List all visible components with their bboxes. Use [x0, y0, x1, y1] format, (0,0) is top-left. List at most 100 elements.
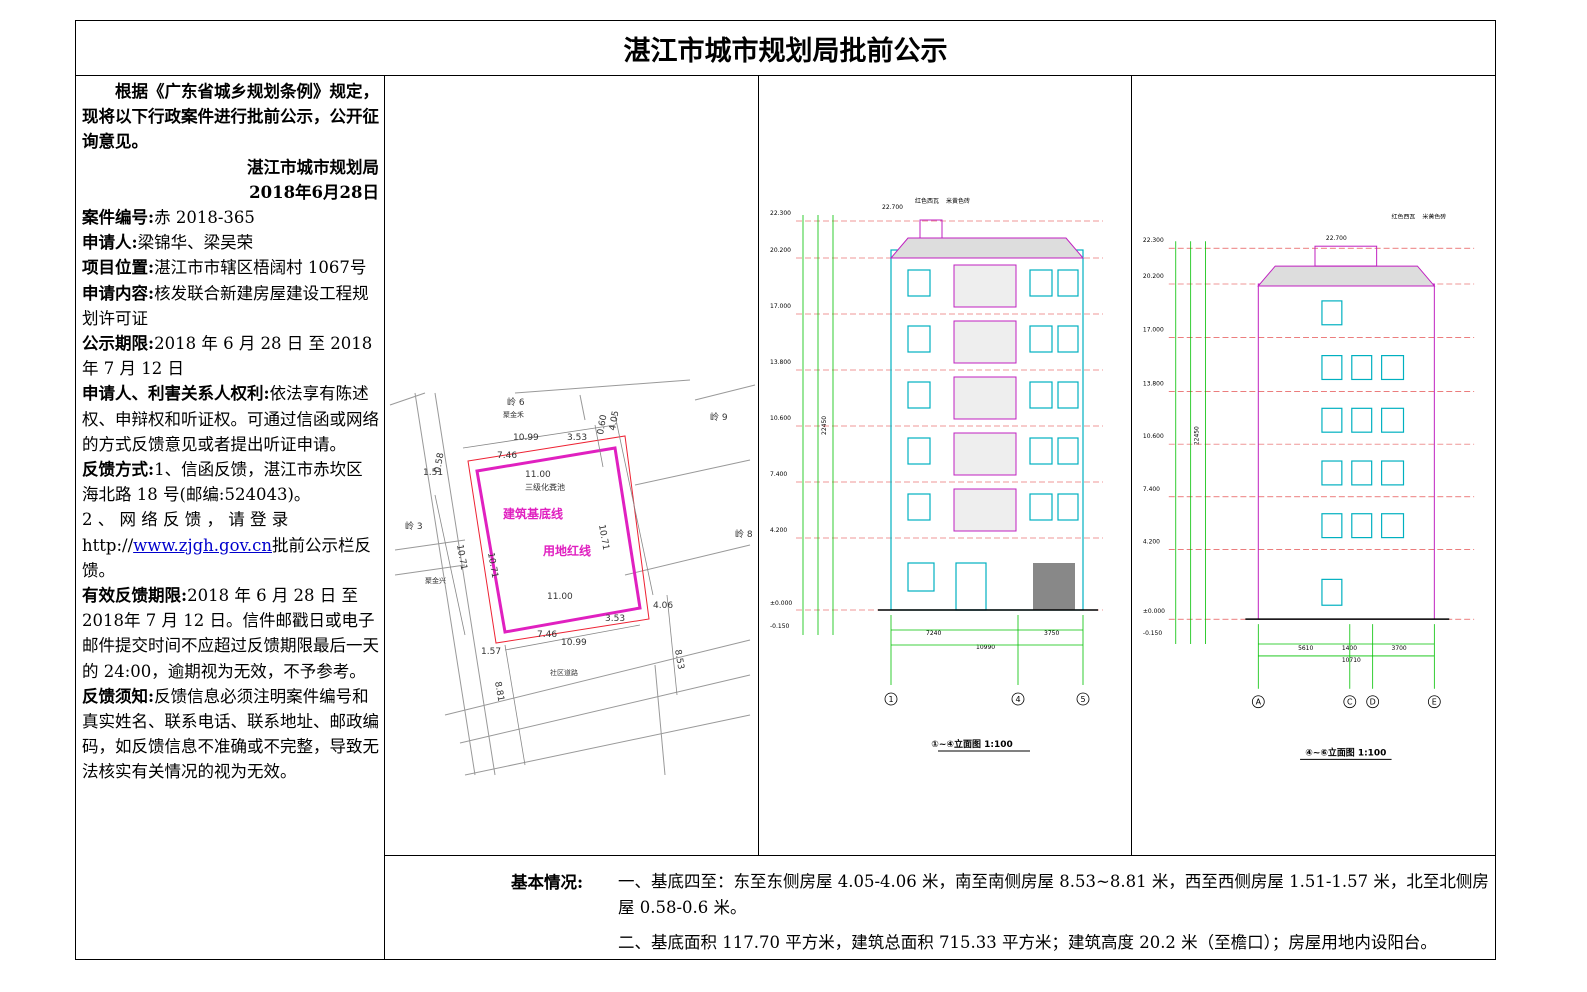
period-label: 公示期限: — [82, 334, 155, 354]
road-w-label: 聚金兴 — [425, 576, 446, 585]
basic-info: 基本情况: 一、基底四至：东至东侧房屋 4.05-4.06 米，南至南侧房屋 8… — [385, 855, 1495, 959]
notice-label: 反馈须知: — [82, 686, 155, 706]
case-number: 案件编号:赤 2018-365 — [82, 205, 379, 230]
dim-13: 3.53 — [605, 614, 625, 624]
dim-10: 10.71 — [454, 544, 468, 571]
feedback-notice: 反馈须知:反馈信息必须注明案件编号和真实姓名、联系电话、联系地址、邮政编码，如反… — [82, 684, 379, 785]
case-number-label: 案件编号: — [82, 208, 155, 228]
feedback-online-suffix: 批前公示栏反馈。 — [82, 535, 372, 580]
notice-text-column: 根据《广东省城乡规划条例》规定，现将以下行政案件进行批前公示，公开征询意见。 湛… — [76, 75, 385, 959]
elev1-level-1: 20.200 — [770, 247, 791, 254]
lot-e-label: 岭 8 — [735, 528, 753, 540]
dim-14: 10.99 — [561, 638, 587, 648]
elev2-dim-2: 3700 — [1392, 645, 1407, 652]
elev2-level-4: 10.600 — [1143, 433, 1164, 440]
dim-17: 8.53 — [672, 649, 685, 670]
elev1-axis-0: 1 — [888, 695, 893, 704]
elev2-level-5: 7.400 — [1143, 486, 1160, 493]
elev1-roof-note-0: 红色西瓦 — [915, 197, 939, 205]
red-line-label: 用地红线 — [542, 543, 591, 558]
road-s-label: 社区道路 — [550, 668, 578, 677]
applicant-value: 梁锦华、梁吴荣 — [137, 233, 254, 253]
elev2-level-1: 20.200 — [1143, 273, 1164, 280]
elev2-roof-note-1: 米黄色砖 — [1422, 212, 1446, 220]
dim-9: 10.71 — [596, 524, 610, 551]
dim-4: 7.46 — [497, 451, 517, 461]
lot-n-label: 岭 6 — [507, 396, 525, 408]
elev1-level-5: 7.400 — [770, 471, 787, 478]
intro-text: 根据《广东省城乡规划条例》规定，现将以下行政案件进行批前公示，公开征询意见。 — [82, 82, 379, 152]
elev1-level-2: 17.000 — [770, 303, 791, 310]
elev1-dim-0: 7240 — [926, 630, 941, 637]
elev2-axis-1: C — [1347, 698, 1353, 707]
rights-value: 依法享有陈述权、申辩权和听证权。可通过信函或网络的方式反馈意见或者提出听证申请。 — [82, 384, 379, 454]
valid-value: 2018 年 6 月 28 日 至 2018年 7 月 12 日。信件邮戳日或电… — [82, 586, 379, 681]
elev1-level-0: 22.300 — [770, 210, 791, 217]
elev1-dim-2: 10990 — [976, 644, 995, 651]
elev1-level-8: -0.150 — [770, 623, 790, 630]
dim-6: 1.51 — [423, 468, 443, 478]
dim-15: 1.57 — [481, 647, 501, 657]
elev1-total-height: 22450 — [821, 416, 828, 435]
road-n-label: 聚金禾 — [503, 410, 524, 419]
page-title: 湛江市城市规划局批前公示 — [76, 21, 1495, 76]
site-plan: 岭 9 岭 8 岭 6 岭 3 聚金禾 社区道路 聚金兴 三级化粪池 10.99… — [389, 379, 756, 776]
rights-label: 申请人、利害关系人权利: — [82, 384, 270, 404]
feedback-online: 2 、 网 络 反 馈 ， 请 登 录 http://www.zjgh.gov.… — [82, 507, 379, 583]
elev1-level-4: 10.600 — [770, 415, 791, 422]
period-value: 2018 年 6 月 28 日 至 2018年 7 月 12 日 — [82, 334, 373, 379]
dim-3: 4.05 — [608, 410, 621, 431]
basic-info-line-1: 一、基底四至：东至东侧房屋 4.05-4.06 米，南至南侧房屋 8.53~8.… — [618, 872, 1489, 917]
feedback-method: 反馈方式:1、信函反馈，湛江市赤坎区海北路 18 号(邮编:524043)。 — [82, 457, 379, 507]
content-value: 核发联合新建房屋建设工程规划许可证 — [82, 283, 369, 328]
notice-period: 公示期限:2018 年 6 月 28 日 至 2018年 7 月 12 日 — [82, 331, 379, 381]
applicant-label: 申请人: — [82, 233, 138, 253]
applicant: 申请人:梁锦华、梁吴荣 — [82, 230, 379, 255]
issue-date: 2018年6月28日 — [249, 182, 379, 202]
elev1-caption: ①~④立面图 1:100 — [931, 738, 1013, 750]
elev2-axis-0: A — [1256, 698, 1262, 707]
application-content: 申请内容:核发联合新建房屋建设工程规划许可证 — [82, 281, 379, 331]
elev2-dim-3: 10710 — [1342, 657, 1361, 664]
feedback-letter: 1、信函反馈，湛江市赤坎区海北路 18 号(邮编:524043)。 — [82, 460, 363, 505]
feedback-link[interactable]: www.zjgh.gov.cn — [133, 535, 273, 555]
septic-label: 三级化粪池 — [525, 482, 565, 492]
notice-value: 反馈信息必须注明案件编号和真实姓名、联系电话、联系地址、邮政编码，如反馈信息不准… — [82, 686, 379, 782]
dim-18: 8.81 — [492, 681, 505, 702]
elev2-roof-note-0: 红色西瓦 — [1392, 212, 1416, 220]
dim-1: 3.53 — [567, 433, 587, 443]
issuing-org: 湛江市城市规划局 — [247, 157, 379, 177]
elev1-dim-1: 3750 — [1044, 630, 1059, 637]
lot-w-label: 岭 3 — [405, 520, 423, 532]
basic-info-line-2: 二、基底面积 117.70 平方米，建筑总面积 715.33 平方米；建筑高度 … — [618, 933, 1437, 952]
lot-ne-label: 岭 9 — [710, 411, 728, 423]
dim-5: 11.00 — [525, 470, 551, 480]
elevation-2-drawing: 22.300 20.200 17.000 13.800 10.600 7.400… — [1143, 212, 1475, 760]
elevation-1-panel: 22.300 20.200 17.000 13.800 10.600 7.400… — [758, 75, 1132, 855]
case-number-value: 赤 2018-365 — [154, 208, 255, 228]
dim-8: 10.71 — [485, 552, 499, 579]
basic-info-label: 基本情况: — [511, 873, 584, 892]
location-value: 湛江市市辖区梧阔村 1067号 — [154, 258, 367, 278]
feedback-label: 反馈方式: — [82, 460, 155, 480]
elev1-axis-2: 5 — [1080, 695, 1085, 704]
valid-label: 有效反馈期限: — [82, 586, 188, 606]
rights: 申请人、利害关系人权利:依法享有陈述权、申辩权和听证权。可通过信函或网络的方式反… — [82, 381, 379, 457]
elev2-level-7: ±0.000 — [1143, 608, 1165, 615]
elev2-axis-2: D — [1370, 698, 1376, 707]
elev2-level-8: -0.150 — [1143, 630, 1162, 637]
dim-12: 7.46 — [537, 630, 557, 640]
elev2-level-3: 13.800 — [1143, 380, 1164, 387]
notice-frame: 湛江市城市规划局批前公示 根据《广东省城乡规划条例》规定，现将以下行政案件进行批… — [75, 20, 1496, 960]
elev2-level-2: 17.000 — [1143, 327, 1164, 334]
dim-7: 0.58 — [433, 452, 446, 474]
content-label: 申请内容: — [82, 283, 155, 303]
elevation-2-panel: 22.300 20.200 17.000 13.800 10.600 7.400… — [1131, 75, 1495, 855]
elev1-level-6: 4.200 — [770, 527, 787, 534]
elev1-level-3: 13.800 — [770, 359, 791, 366]
elev1-axis-1: 4 — [1015, 695, 1020, 704]
elevation-1-drawing: 22.300 20.200 17.000 13.800 10.600 7.400… — [770, 197, 1103, 752]
site-plan-panel: 岭 9 岭 8 岭 6 岭 3 聚金禾 社区道路 聚金兴 三级化粪池 10.99… — [385, 75, 759, 855]
elev2-total-height: 22450 — [1194, 426, 1201, 445]
drawings-area: 岭 9 岭 8 岭 6 岭 3 聚金禾 社区道路 聚金兴 三级化粪池 10.99… — [385, 75, 1495, 856]
